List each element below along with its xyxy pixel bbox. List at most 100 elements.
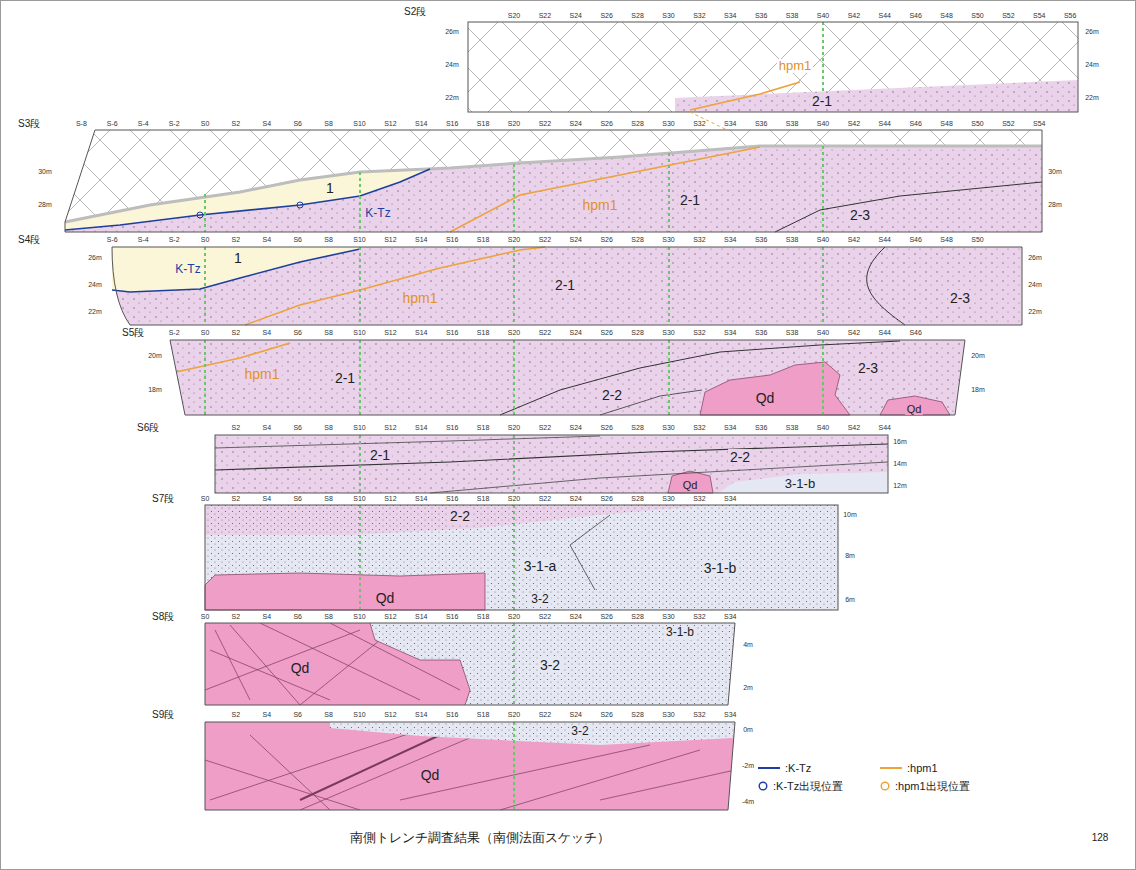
station-tick: S20: [506, 424, 522, 432]
station-tick: S24: [568, 120, 584, 128]
unit-label: 3-1-b: [664, 626, 696, 640]
station-tick: S14: [413, 495, 429, 503]
unit-label: Qd: [374, 590, 397, 606]
station-tick: S14: [413, 120, 429, 128]
station-tick: S36: [753, 424, 769, 432]
elevation-label: 26m: [1083, 28, 1101, 36]
station-tick: S24: [568, 12, 584, 20]
station-tick: S50: [969, 236, 985, 244]
elevation-label: 6m: [843, 596, 857, 604]
station-tick: S34: [722, 613, 738, 621]
station-tick: S8: [322, 329, 335, 337]
unit-label: 3-2: [538, 657, 562, 673]
station-tick: S16: [444, 424, 460, 432]
bench-heading: S3段: [16, 118, 42, 130]
station-tick: S-2: [167, 236, 182, 244]
elevation-label: -4m: [740, 798, 756, 806]
station-tick: S0: [199, 329, 212, 337]
station-tick: S22: [537, 236, 553, 244]
station-tick: S0: [199, 236, 212, 244]
station-tick: S12: [382, 236, 398, 244]
station-tick: S52: [1000, 120, 1016, 128]
station-tick: S40: [815, 329, 831, 337]
station-tick: S16: [444, 120, 460, 128]
elevation-label: 26m: [1026, 254, 1044, 262]
station-tick: S42: [846, 424, 862, 432]
station-tick: S40: [815, 12, 831, 20]
station-tick: S44: [877, 12, 893, 20]
station-tick: S-4: [136, 120, 151, 128]
station-tick: S2: [230, 613, 243, 621]
unit-label: hpm1: [580, 197, 619, 213]
station-tick: S22: [537, 424, 553, 432]
station-tick: S0: [199, 613, 212, 621]
elevation-label: 10m: [841, 511, 859, 519]
station-tick: S34: [722, 120, 738, 128]
station-tick: S12: [382, 495, 398, 503]
legend-sample: [880, 781, 890, 791]
elevation-label: 2m: [741, 684, 755, 692]
station-tick: S28: [629, 12, 645, 20]
station-tick: S26: [598, 236, 614, 244]
station-tick: S24: [568, 329, 584, 337]
station-tick: S48: [938, 236, 954, 244]
station-tick: S42: [846, 12, 862, 20]
station-tick: S24: [568, 424, 584, 432]
station-tick: S38: [784, 12, 800, 20]
station-tick: S6: [291, 424, 304, 432]
unit-label: 2-3: [856, 360, 880, 376]
station-tick: S4: [261, 329, 274, 337]
unit-label: 2-1: [678, 192, 702, 208]
station-tick: S44: [877, 236, 893, 244]
station-tick: S56: [1062, 12, 1078, 20]
station-tick: S30: [660, 613, 676, 621]
station-tick: S54: [1031, 12, 1047, 20]
station-tick: S20: [506, 120, 522, 128]
station-tick: S16: [444, 711, 460, 719]
station-tick: S44: [877, 424, 893, 432]
station-tick: S32: [691, 424, 707, 432]
station-tick: S14: [413, 424, 429, 432]
station-tick: S32: [691, 711, 707, 719]
station-tick: S4: [261, 424, 274, 432]
unit-label: 3-2: [569, 725, 590, 739]
station-tick: S44: [877, 329, 893, 337]
station-tick: S2: [230, 236, 243, 244]
unit-label: K-Tz: [363, 207, 392, 221]
station-tick: S4: [261, 711, 274, 719]
bench-heading: S5段: [120, 327, 146, 339]
station-tick: S20: [506, 329, 522, 337]
unit-label: 2-1: [368, 447, 392, 463]
station-tick: S10: [351, 236, 367, 244]
elevation-label: 22m: [1083, 94, 1101, 102]
station-tick: S8: [322, 711, 335, 719]
station-tick: S14: [413, 236, 429, 244]
elevation-label: 24m: [443, 61, 461, 69]
legend-text: :hpm1出現位置: [893, 780, 972, 793]
station-tick: S42: [846, 236, 862, 244]
station-tick: S26: [598, 613, 614, 621]
elevation-label: 24m: [1026, 281, 1044, 289]
trench-bench: S2段: [468, 22, 1078, 112]
station-tick: S22: [537, 495, 553, 503]
station-tick: S46: [907, 12, 923, 20]
station-tick: S4: [261, 613, 274, 621]
station-tick: S16: [444, 495, 460, 503]
elevation-label: 18m: [969, 386, 987, 394]
unit-label: 3-1-b: [783, 477, 817, 492]
station-tick: S42: [846, 120, 862, 128]
station-tick: S10: [351, 495, 367, 503]
legend-text: :K-Tz出現位置: [771, 780, 845, 793]
unit-label: hpm1: [777, 59, 814, 74]
station-tick: S44: [877, 120, 893, 128]
elevation-label: 24m: [86, 281, 104, 289]
elevation-label: 28m: [1046, 201, 1064, 209]
station-tick: S26: [598, 495, 614, 503]
elevation-label: 12m: [891, 482, 909, 490]
station-tick: S40: [815, 424, 831, 432]
unit-label: 2-1: [810, 93, 834, 109]
station-tick: S12: [382, 711, 398, 719]
elevation-label: 16m: [891, 438, 909, 446]
station-tick: S34: [722, 711, 738, 719]
